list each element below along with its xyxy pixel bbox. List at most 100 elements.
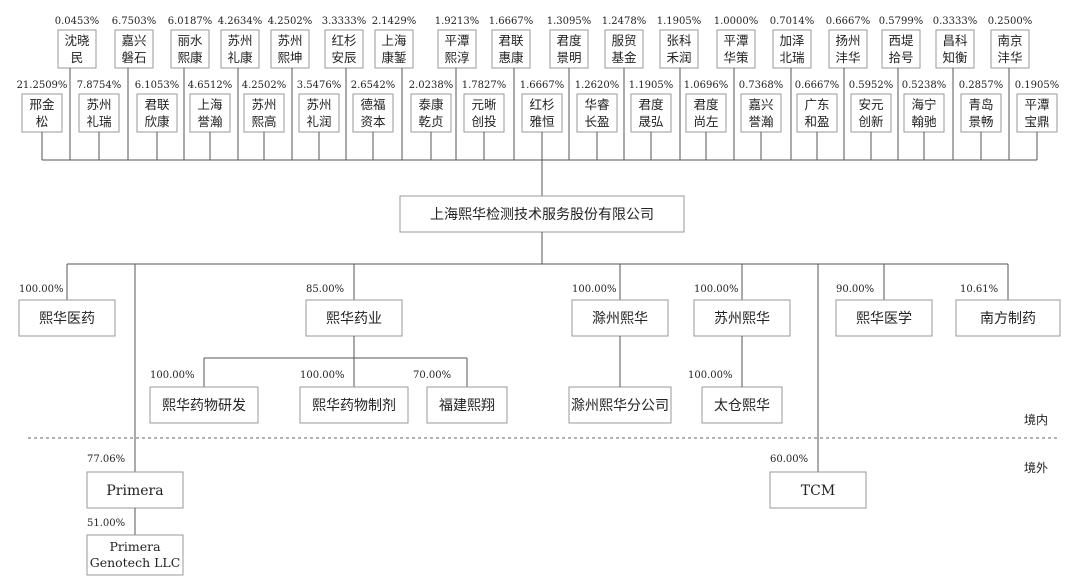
shareholder-name: 雅恒 bbox=[529, 114, 554, 129]
shareholder-name: 加泽 bbox=[779, 33, 804, 48]
shareholder-box bbox=[270, 29, 310, 69]
shareholder-box bbox=[549, 29, 589, 69]
shareholder-percent: 4.2502% bbox=[242, 80, 287, 91]
level2-percent: 100.00% bbox=[300, 370, 345, 381]
shareholder-percent: 6.1053% bbox=[135, 80, 180, 91]
subsidiary-name: 熙华医药 bbox=[39, 311, 95, 327]
level2-box bbox=[568, 386, 672, 424]
overseas-child-name: Primera bbox=[109, 539, 161, 554]
shareholder-percent: 0.1905% bbox=[1015, 80, 1060, 91]
level2-box bbox=[426, 386, 508, 424]
level2-box bbox=[149, 386, 259, 424]
shareholder-name: 广东 bbox=[804, 97, 829, 112]
shareholder-percent: 3.5476% bbox=[297, 80, 342, 91]
shareholder-box bbox=[324, 29, 364, 69]
shareholder-percent: 4.2634% bbox=[218, 16, 263, 27]
shareholder-name: 熙康 bbox=[177, 50, 203, 65]
shareholder-percent: 0.6667% bbox=[826, 16, 871, 27]
overseas-label: 境外 bbox=[1024, 460, 1048, 475]
shareholder-percent: 0.3333% bbox=[933, 16, 978, 27]
shareholder-percent: 1.9213% bbox=[435, 16, 480, 27]
shareholder-box bbox=[630, 93, 672, 133]
subsidiary-name: 熙华药业 bbox=[326, 311, 382, 327]
subsidiary-box bbox=[305, 299, 403, 337]
shareholder-name: 知衡 bbox=[942, 50, 967, 65]
shareholder-box bbox=[796, 93, 838, 133]
shareholder-name: 誉瀚 bbox=[748, 114, 774, 129]
shareholder-box bbox=[220, 29, 260, 69]
shareholder-box bbox=[772, 29, 812, 69]
subsidiary-percent: 90.00% bbox=[836, 284, 874, 295]
shareholder-percent: 0.5238% bbox=[902, 80, 947, 91]
shareholder-name: 创投 bbox=[471, 114, 496, 129]
overseas-child-percent: 51.00% bbox=[87, 518, 125, 529]
subsidiary-name: 苏州熙华 bbox=[714, 311, 770, 327]
shareholder-name: 邢金 bbox=[29, 97, 55, 112]
overseas-box bbox=[86, 471, 184, 509]
shareholder-name: 民 bbox=[71, 50, 84, 65]
level2-name: 熙华药物研发 bbox=[162, 398, 246, 414]
shareholder-percent: 0.6667% bbox=[795, 80, 840, 91]
shareholder-name: 丽水 bbox=[177, 33, 203, 48]
shareholder-name: 拾号 bbox=[888, 50, 913, 65]
subsidiary-percent: 85.00% bbox=[306, 284, 344, 295]
shareholder-box bbox=[990, 29, 1030, 69]
shareholder-percent: 0.7014% bbox=[770, 16, 815, 27]
shareholder-name: 康錾 bbox=[381, 50, 407, 65]
shareholder-name: 景明 bbox=[556, 50, 581, 65]
shareholder-name: 华策 bbox=[723, 50, 749, 65]
shareholder-name: 苏州 bbox=[86, 97, 111, 112]
shareholder-box bbox=[410, 93, 452, 133]
level2-name: 太仓熙华 bbox=[714, 398, 770, 414]
shareholder-name: 松 bbox=[36, 114, 49, 129]
shareholder-name: 德福 bbox=[360, 97, 385, 112]
shareholder-name: 礼瑞 bbox=[86, 114, 111, 129]
shareholder-box bbox=[935, 29, 975, 69]
shareholder-percent: 1.6667% bbox=[489, 16, 534, 27]
shareholder-percent: 6.7503% bbox=[112, 16, 157, 27]
shareholder-box bbox=[576, 93, 618, 133]
shareholder-name: 华睿 bbox=[584, 97, 610, 112]
shareholder-name: 君度 bbox=[693, 97, 719, 112]
shareholder-name: 君联 bbox=[144, 97, 170, 112]
shareholder-name: 苏州 bbox=[251, 97, 276, 112]
shareholder-name: 创新 bbox=[858, 114, 883, 129]
overseas-percent: 77.06% bbox=[87, 454, 125, 465]
shareholder-percent: 1.1905% bbox=[629, 80, 674, 91]
shareholder-name: 基金 bbox=[611, 50, 637, 65]
shareholder-name: 晟弘 bbox=[638, 114, 663, 129]
overseas-name: Primera bbox=[106, 483, 163, 499]
shareholder-box bbox=[298, 93, 340, 133]
shareholder-name: 平潭 bbox=[1024, 97, 1049, 112]
shareholder-percent: 1.0000% bbox=[714, 16, 759, 27]
subsidiary-box bbox=[693, 299, 791, 337]
shareholder-name: 南京 bbox=[997, 33, 1022, 48]
shareholder-name: 熙高 bbox=[251, 114, 276, 129]
shareholder-box bbox=[659, 29, 699, 69]
shareholder-percent: 0.5799% bbox=[879, 16, 924, 27]
shareholder-name: 红杉 bbox=[331, 33, 356, 48]
shareholder-percent: 0.7368% bbox=[739, 80, 784, 91]
shareholder-box bbox=[78, 93, 120, 133]
shareholder-name: 苏州 bbox=[227, 33, 252, 48]
shareholder-name: 君度 bbox=[556, 33, 582, 48]
shareholder-name: 翰驰 bbox=[911, 114, 937, 129]
shareholder-name: 沣华 bbox=[835, 50, 860, 65]
shareholder-name: 北瑞 bbox=[779, 50, 804, 65]
shareholder-name: 乾贞 bbox=[418, 114, 443, 129]
shareholder-percent: 0.2500% bbox=[988, 16, 1033, 27]
shareholder-percent: 4.6512% bbox=[188, 80, 233, 91]
shareholder-box bbox=[57, 29, 97, 69]
shareholder-percent: 1.6667% bbox=[520, 80, 565, 91]
shareholder-name: 长盈 bbox=[584, 114, 609, 129]
shareholder-box bbox=[374, 29, 414, 69]
subsidiary-name: 熙华医学 bbox=[856, 311, 912, 327]
level2-name: 福建熙翔 bbox=[439, 398, 495, 414]
subsidiary-percent: 100.00% bbox=[572, 284, 617, 295]
shareholder-name: 泰康 bbox=[418, 97, 444, 112]
overseas-name: TCM bbox=[801, 483, 835, 499]
shareholder-percent: 1.7827% bbox=[462, 80, 507, 91]
shareholder-percent: 1.2620% bbox=[575, 80, 620, 91]
shareholder-name: 红杉 bbox=[529, 97, 554, 112]
